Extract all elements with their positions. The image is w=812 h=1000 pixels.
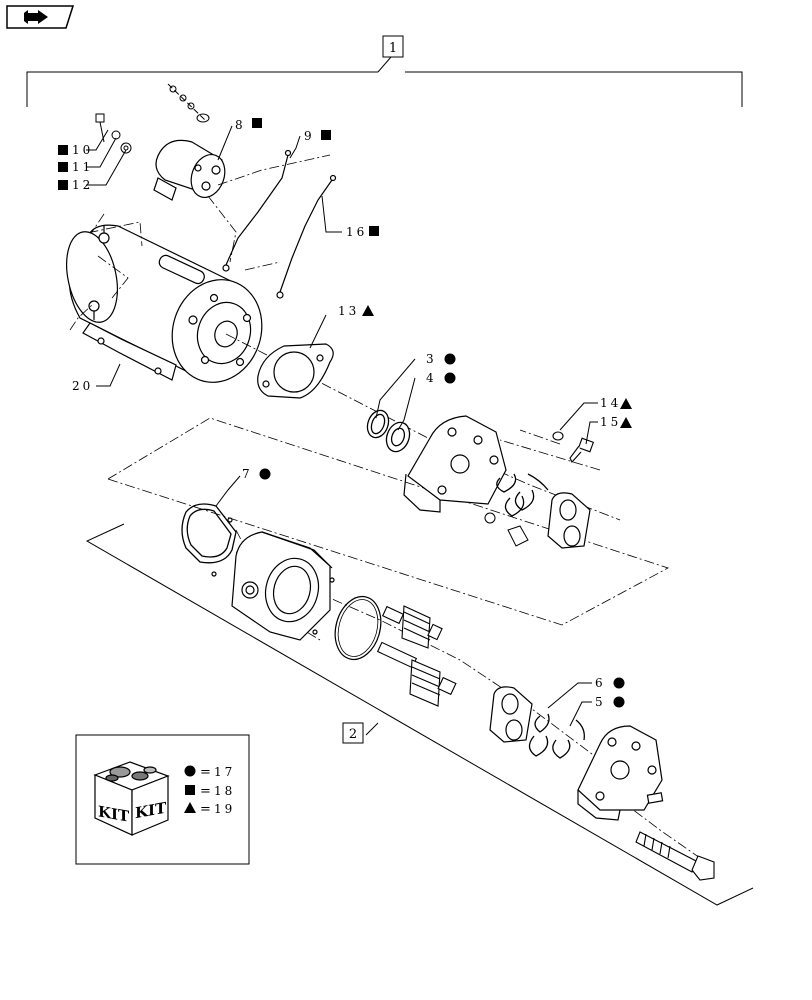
spring-clips-lower xyxy=(528,713,585,759)
triangle-icon xyxy=(184,802,196,813)
spring-clips-upper xyxy=(496,473,549,517)
callout-leaders xyxy=(86,125,598,727)
pump-envelope-dashdot xyxy=(107,417,670,626)
callout-5: 5 xyxy=(595,695,603,709)
solenoid-hardware xyxy=(167,83,210,123)
circle-icon xyxy=(444,372,456,384)
square-icon xyxy=(369,226,379,236)
square-icon xyxy=(252,118,262,128)
navigation-button[interactable] xyxy=(4,4,75,30)
o-ring-pump xyxy=(334,595,382,661)
callout-20: 20 xyxy=(72,379,93,393)
square-icon xyxy=(58,162,68,172)
seal-rings xyxy=(366,409,411,453)
legend-eq-3: = xyxy=(200,802,211,817)
callout-6: 6 xyxy=(595,676,603,690)
callout-15: 15 xyxy=(600,415,621,429)
callout-13: 13 xyxy=(338,304,359,318)
pump-body xyxy=(211,517,335,641)
small-bolt xyxy=(484,512,529,547)
washer-and-bolt xyxy=(552,431,595,463)
gasket xyxy=(257,343,334,399)
group-2-label: 2 xyxy=(349,727,357,742)
square-icon xyxy=(185,785,195,795)
legend-eq-2: = xyxy=(200,784,211,799)
callout-7: 7 xyxy=(242,467,250,481)
callout-11: 11 xyxy=(72,160,93,174)
circle-icon xyxy=(184,765,196,777)
wire-leads xyxy=(222,149,337,299)
triangle-icon xyxy=(620,398,632,409)
solenoid xyxy=(153,139,226,201)
legend-ref-18: 18 xyxy=(214,784,235,798)
group-1-bracket xyxy=(26,35,743,107)
gear-upper xyxy=(381,605,443,649)
kit-legend: KIT KIT = 17 = 18 = 19 xyxy=(75,734,250,865)
callout-16: 16 xyxy=(346,225,367,239)
bearing-blocks-upper xyxy=(547,492,591,549)
callout-14: 14 xyxy=(600,396,621,410)
front-pump-cover xyxy=(403,415,507,513)
group-2-bracket xyxy=(85,523,754,906)
square-icon xyxy=(58,145,68,155)
callout-symbols xyxy=(58,118,632,708)
callout-10: 10 xyxy=(72,143,93,157)
triangle-icon xyxy=(620,417,632,428)
o-ring-large xyxy=(181,503,237,564)
group-1-label: 1 xyxy=(389,41,397,56)
bolt-washer-nut xyxy=(95,113,132,154)
legend-ref-17: 17 xyxy=(214,765,235,779)
callout-labels: 8 9 10 11 12 16 13 3 4 14 15 7 20 6 5 xyxy=(72,118,621,709)
circle-icon xyxy=(259,468,271,480)
circle-icon xyxy=(613,696,625,708)
circle-icon xyxy=(613,677,625,689)
kit-box-icon xyxy=(93,761,170,836)
legend-ref-19: 19 xyxy=(214,802,235,816)
navigation-arrow-icon xyxy=(6,5,75,29)
rear-pump-cover xyxy=(577,725,664,821)
electric-motor xyxy=(66,224,263,383)
o-ring-pump-inner xyxy=(337,599,379,657)
gear-lower xyxy=(376,641,457,707)
square-icon xyxy=(58,180,68,190)
callout-9: 9 xyxy=(304,129,312,143)
long-bolt xyxy=(635,831,715,881)
triangle-icon xyxy=(362,305,374,316)
square-icon xyxy=(321,130,331,140)
callout-8: 8 xyxy=(235,118,243,132)
kit-label-left: KIT xyxy=(98,802,130,825)
callout-12: 12 xyxy=(72,178,93,192)
callout-4: 4 xyxy=(426,371,434,385)
legend-eq-1: = xyxy=(200,765,211,780)
circle-icon xyxy=(444,353,456,365)
callout-3: 3 xyxy=(426,352,434,366)
bearing-blocks-lower xyxy=(489,686,533,743)
kit-label-right: KIT xyxy=(135,799,167,822)
